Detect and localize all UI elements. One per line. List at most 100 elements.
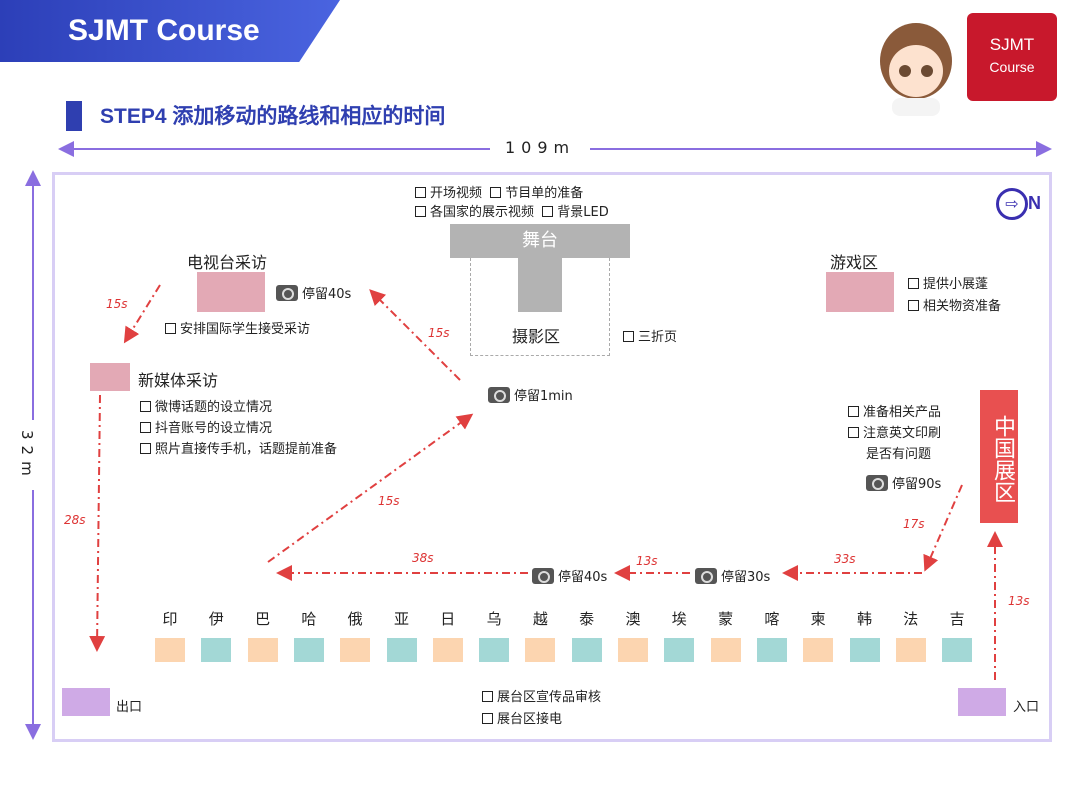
new-media-label: 新媒体采访	[138, 371, 219, 390]
route-time: 13s	[1008, 594, 1030, 608]
country-label: 喀	[764, 610, 780, 628]
country-label: 日	[440, 610, 456, 628]
checkbox[interactable]	[542, 206, 554, 217]
checkbox[interactable]	[490, 187, 502, 198]
country-label: 韩	[856, 610, 872, 628]
country-booth	[293, 638, 324, 662]
country-booth	[618, 638, 648, 662]
checkbox[interactable]	[165, 323, 176, 334]
country-booth	[340, 638, 371, 662]
tv-label: 电视台采访	[187, 253, 268, 272]
game-area	[826, 272, 894, 312]
route-line	[369, 289, 461, 381]
checkbox[interactable]	[482, 691, 493, 702]
route-time: 13s	[636, 554, 658, 568]
country-label: 巴	[255, 610, 271, 628]
route-line	[267, 413, 474, 563]
country-booth	[247, 638, 278, 662]
checkbox[interactable]	[908, 278, 919, 289]
brochure-item: 三折页	[623, 326, 677, 345]
height-label: 32m	[18, 430, 36, 482]
checkbox[interactable]	[848, 427, 859, 438]
game-checklist: 提供小展蓬 相关物资准备	[908, 274, 1001, 318]
stage-checklist: 开场视频 节目单的准备 各国家的展示视频 背景LED	[415, 182, 609, 220]
camera-icon	[532, 568, 554, 584]
photo-stop: 停留1min	[488, 385, 573, 404]
china-checklist: 准备相关产品 注意英文印刷 是否有问题	[848, 402, 941, 465]
photo-zone	[470, 258, 610, 356]
country-label: 埃	[671, 610, 687, 628]
logo-badge: SJMT Course	[967, 13, 1057, 101]
china-stop: 停留90s	[866, 473, 941, 492]
checkbox[interactable]	[908, 300, 919, 311]
country-booth	[479, 638, 510, 662]
country-booth	[895, 638, 926, 662]
entrance-label: 入口	[1013, 700, 1040, 715]
new-media-checklist: 微博话题的设立情况 抖音账号的设立情况 照片直接传手机，话题提前准备	[140, 397, 337, 460]
booth-checklist: 展台区宣传品审核 展台区接电	[482, 687, 601, 731]
tv-stop: 停留40s	[276, 283, 351, 302]
checkbox[interactable]	[482, 713, 493, 724]
compass-north: N	[1028, 193, 1041, 213]
checkbox[interactable]	[415, 206, 426, 217]
tv-checklist: 安排国际学生接受采访	[165, 318, 310, 337]
country-label: 蒙	[718, 610, 734, 628]
stage: 舞台	[450, 224, 630, 258]
checkbox[interactable]	[140, 443, 151, 454]
new-media-area	[90, 363, 130, 391]
country-booth	[942, 638, 973, 662]
route-time: 28s	[64, 513, 86, 527]
country-label: 印	[162, 610, 178, 628]
country-booth	[386, 638, 417, 662]
country-booth	[201, 638, 232, 662]
camera-icon	[488, 387, 510, 403]
country-booth	[525, 638, 556, 662]
exit-area	[62, 688, 110, 716]
avatar	[872, 16, 960, 116]
checkbox[interactable]	[848, 406, 859, 417]
country-label: 亚	[393, 610, 409, 628]
country-booth	[664, 638, 695, 662]
photo-zone-label: 摄影区	[512, 327, 561, 346]
logo-line2: Course	[989, 59, 1035, 75]
route-line	[923, 484, 963, 572]
route-time: 38s	[412, 551, 434, 565]
country-label: 伊	[208, 610, 224, 628]
stop-40s: 停留40s	[532, 566, 607, 585]
country-booth	[155, 638, 185, 662]
country-label: 柬	[810, 610, 826, 628]
country-label: 俄	[347, 610, 363, 628]
step-title: STEP4 添加移动的路线和相应的时间	[100, 105, 446, 128]
country-label: 法	[903, 610, 919, 628]
exit-label: 出口	[116, 700, 143, 715]
stage-runway	[518, 258, 562, 312]
checkbox[interactable]	[140, 422, 151, 433]
step-marker	[66, 101, 82, 131]
game-label: 游戏区	[830, 253, 879, 272]
route-time: 17s	[903, 517, 925, 531]
country-label: 越	[532, 610, 548, 628]
country-booth	[710, 638, 741, 662]
country-booth	[849, 638, 880, 662]
checkbox[interactable]	[623, 331, 634, 342]
arrow-right-icon: ⇨	[996, 188, 1028, 220]
country-label: 吉	[949, 610, 965, 628]
country-booth	[571, 638, 602, 662]
checkbox[interactable]	[415, 187, 426, 198]
brand-banner: SJMT Course	[0, 0, 340, 62]
china-area: 中国展区	[980, 390, 1018, 523]
country-label: 泰	[579, 610, 595, 628]
floor-plan	[52, 172, 1052, 742]
camera-icon	[695, 568, 717, 584]
country-label: 哈	[301, 610, 317, 628]
camera-icon	[276, 285, 298, 301]
route-line	[89, 394, 106, 652]
width-label: 109m	[505, 138, 576, 157]
brand-title: SJMT Course	[68, 14, 260, 47]
country-booth	[432, 638, 463, 662]
checkbox[interactable]	[140, 401, 151, 412]
country-label: 乌	[486, 610, 502, 628]
country-booth	[756, 638, 787, 662]
camera-icon	[866, 475, 888, 491]
